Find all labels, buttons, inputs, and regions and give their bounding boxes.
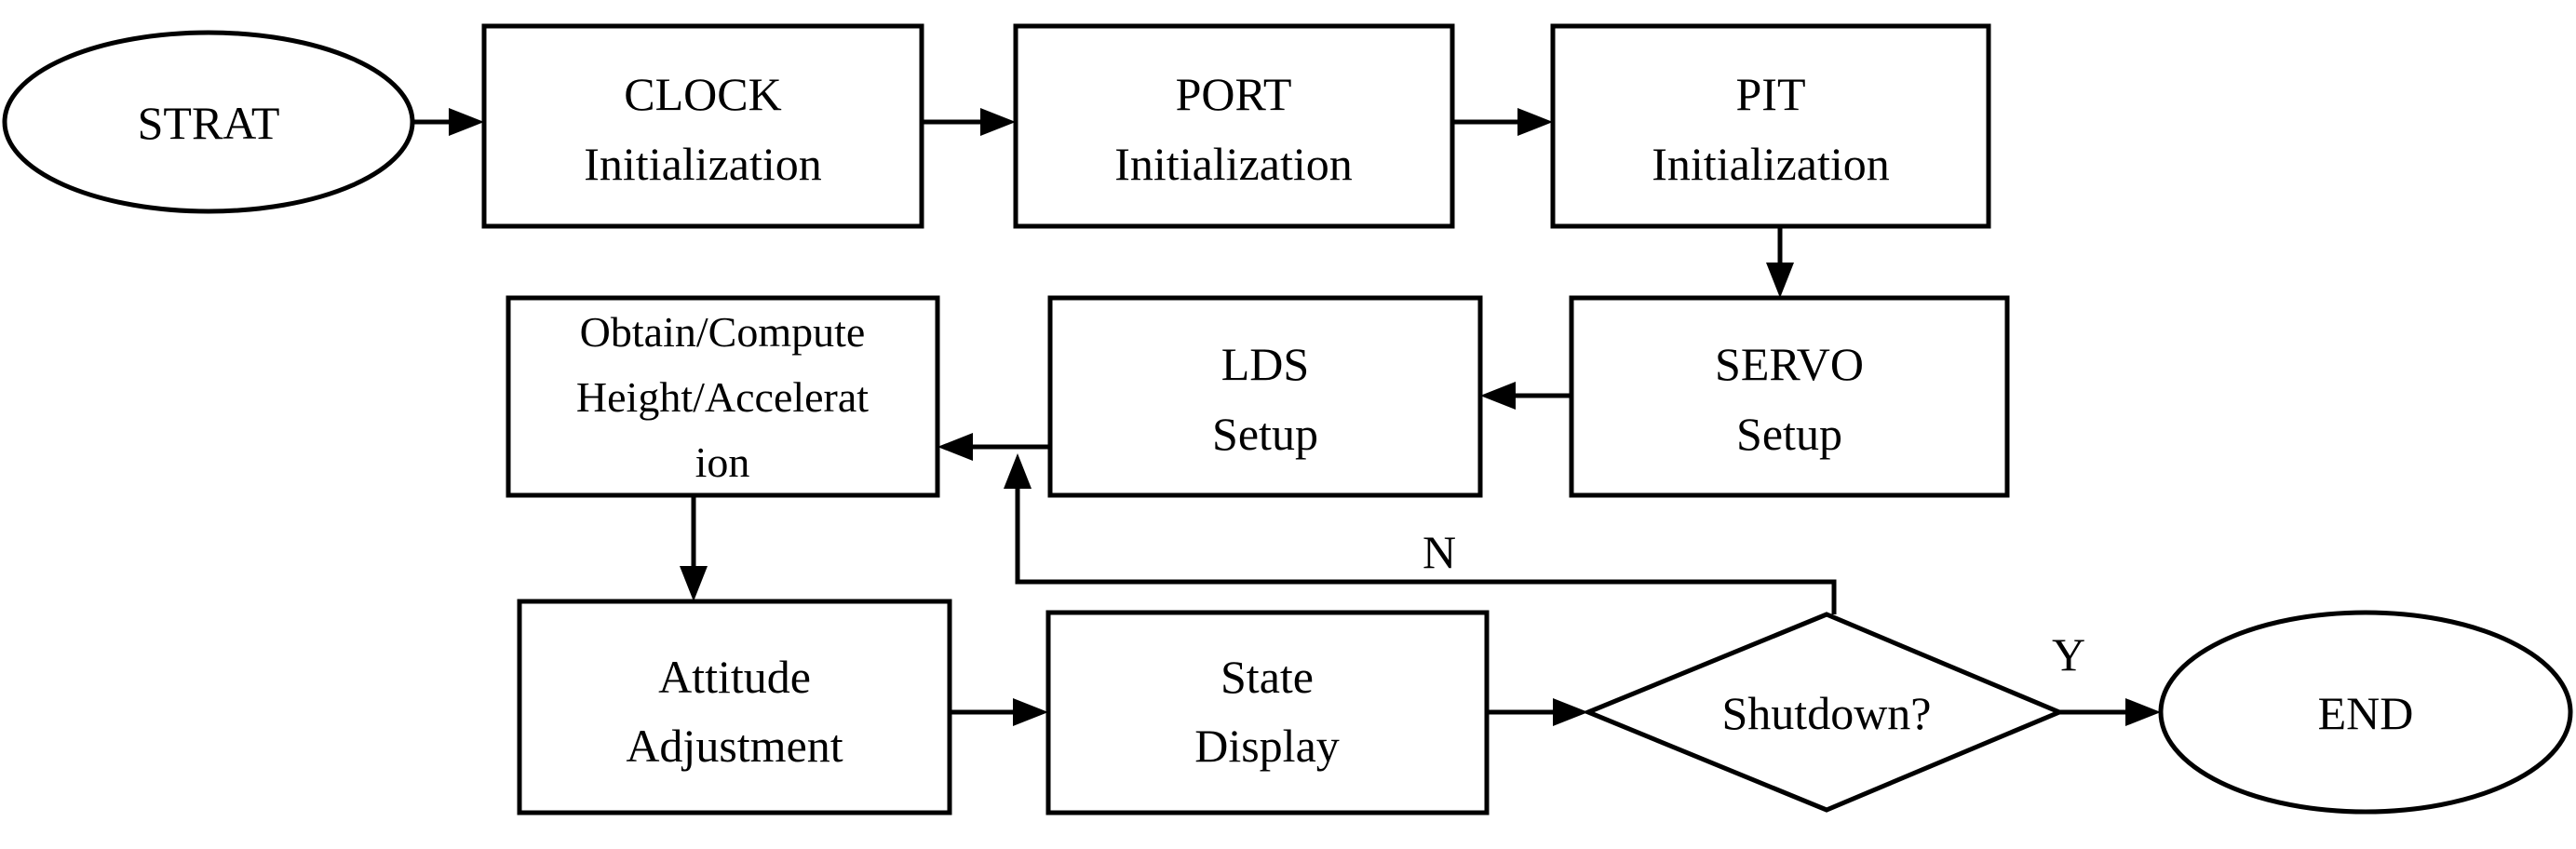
- start-label: STRAT: [138, 97, 280, 149]
- clock-node: CLOCK Initialization: [481, 23, 924, 229]
- arrowhead: [1517, 108, 1553, 136]
- arrowhead: [1013, 698, 1048, 726]
- shutdown-label: Shutdown?: [1722, 687, 1932, 739]
- clock-label-line2: Initialization: [584, 138, 821, 190]
- end-label: END: [2318, 687, 2414, 739]
- arrowhead: [1766, 263, 1794, 298]
- servo-label-line1: SERVO: [1715, 338, 1864, 390]
- obtain-label-line2: Height/Accelerat: [576, 373, 869, 421]
- lds-node: LDS Setup: [1047, 295, 1483, 498]
- port-label-line1: PORT: [1176, 68, 1292, 120]
- arrowhead: [680, 566, 708, 601]
- obtain-node: Obtain/Compute Height/Accelerat ion: [506, 295, 940, 498]
- port-label-line2: Initialization: [1114, 138, 1352, 190]
- servo-node: SERVO Setup: [1569, 295, 2010, 498]
- connectors: [412, 108, 2161, 726]
- state-label-line2: Display: [1194, 720, 1340, 772]
- port-node: PORT Initialization: [1013, 23, 1455, 229]
- attitude-label-line2: Adjustment: [626, 720, 843, 772]
- servo-label-line2: Setup: [1736, 408, 1842, 460]
- state-label-line1: State: [1221, 651, 1314, 703]
- pit-label-line1: PIT: [1736, 68, 1806, 120]
- lds-label-line1: LDS: [1221, 338, 1309, 390]
- attitude-node: Attitude Adjustment: [517, 599, 952, 815]
- state-node: State Display: [1045, 610, 1490, 815]
- yes-edge-label: Y: [2052, 628, 2085, 681]
- lds-label-line2: Setup: [1212, 408, 1318, 460]
- arrowhead: [980, 108, 1016, 136]
- attitude-label-line1: Attitude: [658, 651, 811, 703]
- arrowhead: [937, 433, 973, 461]
- arrowhead: [2125, 698, 2161, 726]
- pit-label-line2: Initialization: [1652, 138, 1889, 190]
- pit-node: PIT Initialization: [1550, 23, 1991, 229]
- arrowhead: [1004, 453, 1032, 489]
- edge-shutdown-no-loop: [1015, 489, 1837, 614]
- arrowhead: [449, 108, 484, 136]
- arrowhead: [1553, 698, 1588, 726]
- start-node: STRAT: [2, 30, 415, 214]
- obtain-label-line3: ion: [695, 438, 750, 486]
- shutdown-decision: Shutdown?: [1582, 612, 2066, 813]
- arrowhead: [1480, 382, 1516, 410]
- end-node: END: [2158, 610, 2573, 815]
- clock-label-line1: CLOCK: [624, 68, 781, 120]
- no-edge-label: N: [1423, 526, 1456, 578]
- obtain-label-line1: Obtain/Compute: [580, 308, 866, 356]
